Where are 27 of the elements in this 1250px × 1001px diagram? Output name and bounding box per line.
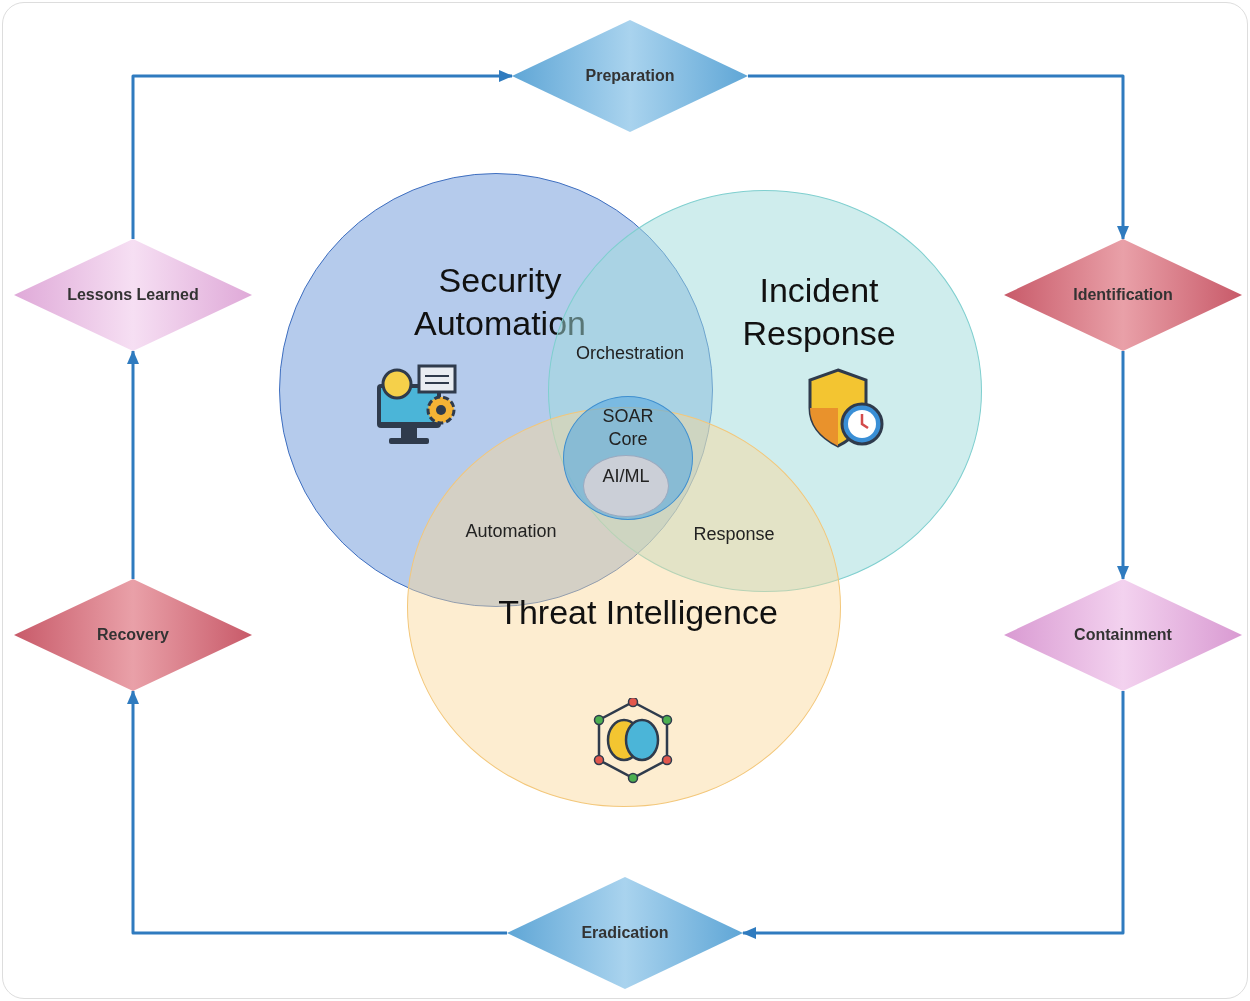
- phase-label: Eradication: [581, 924, 669, 942]
- arrow: [127, 350, 139, 579]
- arrow: [1117, 351, 1129, 580]
- core-label: AI/ML: [601, 466, 651, 487]
- phase-diamond: [1004, 579, 1242, 691]
- phase-diamond: [14, 579, 252, 691]
- core-label: SOAR Core: [601, 405, 655, 451]
- core-ellipse: [583, 455, 669, 517]
- arrow: [748, 74, 1129, 240]
- phase-label: Identification: [1073, 286, 1173, 304]
- overlap-label: Response: [693, 523, 775, 545]
- circle-title: Security Automation: [413, 260, 587, 344]
- phase-label: Recovery: [96, 626, 169, 644]
- overlap-label: Automation: [465, 520, 557, 542]
- arrow: [127, 690, 507, 935]
- overlap-label: Orchestration: [576, 342, 684, 364]
- phase-diamond: [14, 239, 252, 351]
- phase-label: Lessons Learned: [67, 286, 199, 304]
- arrow: [131, 70, 513, 239]
- phase-label: Preparation: [585, 67, 675, 85]
- phase-diamond: [1004, 239, 1242, 351]
- circle-title: Threat Intelligence: [497, 592, 779, 633]
- circle-title: Incident Response: [741, 270, 897, 354]
- phase-label: Containment: [1074, 626, 1172, 644]
- phase-diamond: [512, 20, 748, 132]
- arrow: [742, 691, 1125, 939]
- phase-diamond: [507, 877, 743, 989]
